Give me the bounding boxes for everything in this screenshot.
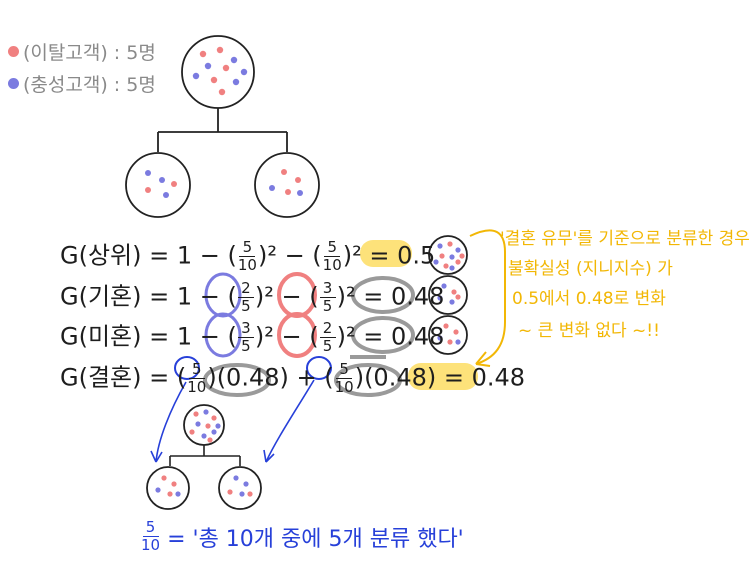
legend-label: (이탈고객) : 5명: [23, 42, 156, 64]
eq-lhs: G(상위): [60, 241, 142, 270]
dots-single: [428, 315, 468, 355]
legend-churn: (이탈고객) : 5명: [8, 38, 156, 65]
eq-lhs: G(결혼): [60, 363, 142, 392]
mini-tree-right: [218, 466, 262, 510]
blue-oval-weight: [306, 356, 332, 380]
highlight-result-top: [360, 240, 412, 267]
note-arrow: [469, 229, 506, 365]
red-oval-term: [277, 312, 317, 358]
dots-top: [428, 235, 468, 275]
gray-oval-value: [203, 363, 271, 397]
note-line: 불확실성 (지니지수) 가: [508, 259, 673, 279]
mini-tree-root: [183, 404, 225, 446]
arrow-head-icon: [475, 351, 491, 367]
eq-result: 0.48: [471, 363, 526, 392]
gray-oval-result: [351, 316, 415, 354]
eq-value: (0.48): [364, 363, 437, 392]
tree-root-node: [181, 35, 255, 109]
arrow-head-icon: [263, 449, 275, 463]
eq-result: 0.48: [390, 282, 445, 311]
gray-oval-value: [334, 363, 402, 397]
tree-connector: [157, 108, 288, 152]
tree-right-node: [254, 152, 320, 218]
gray-oval-result: [351, 276, 415, 314]
weight-arrow-left: [155, 381, 187, 463]
blue-oval-weight: [174, 356, 200, 380]
mini-tree-connector: [169, 445, 241, 466]
note-line: 0.5에서 0.48로 변화: [512, 289, 666, 309]
note-line: ~ 큰 변화 없다 ~!!: [518, 321, 660, 341]
highlight-result-weighted: [408, 363, 478, 390]
dots-married: [428, 275, 468, 315]
eq-lhs: G(미혼): [60, 322, 142, 351]
legend-label: (충성고객) : 5명: [23, 74, 156, 96]
eq-result: 0.5: [397, 241, 436, 270]
eq-result: 0.48: [390, 322, 445, 351]
blue-dot-icon: [8, 78, 19, 89]
eq-lhs: G(기혼): [60, 282, 142, 311]
mini-tree-left: [146, 466, 190, 510]
blue-oval-term: [204, 312, 242, 358]
eq-value: (0.48): [216, 363, 289, 392]
arrow-head-icon: [150, 450, 163, 463]
legend-loyal: (충성고객) : 5명: [8, 70, 156, 97]
tree-left-node: [125, 152, 191, 218]
blue-oval-term: [204, 272, 242, 318]
weight-arrow-right: [265, 379, 315, 463]
note-line: '결혼 유무'를 기준으로 분류한 경우: [500, 229, 750, 249]
red-dot-icon: [8, 46, 19, 57]
footer-text: = '총 10개 중에 5개 분류 했다': [167, 526, 464, 552]
